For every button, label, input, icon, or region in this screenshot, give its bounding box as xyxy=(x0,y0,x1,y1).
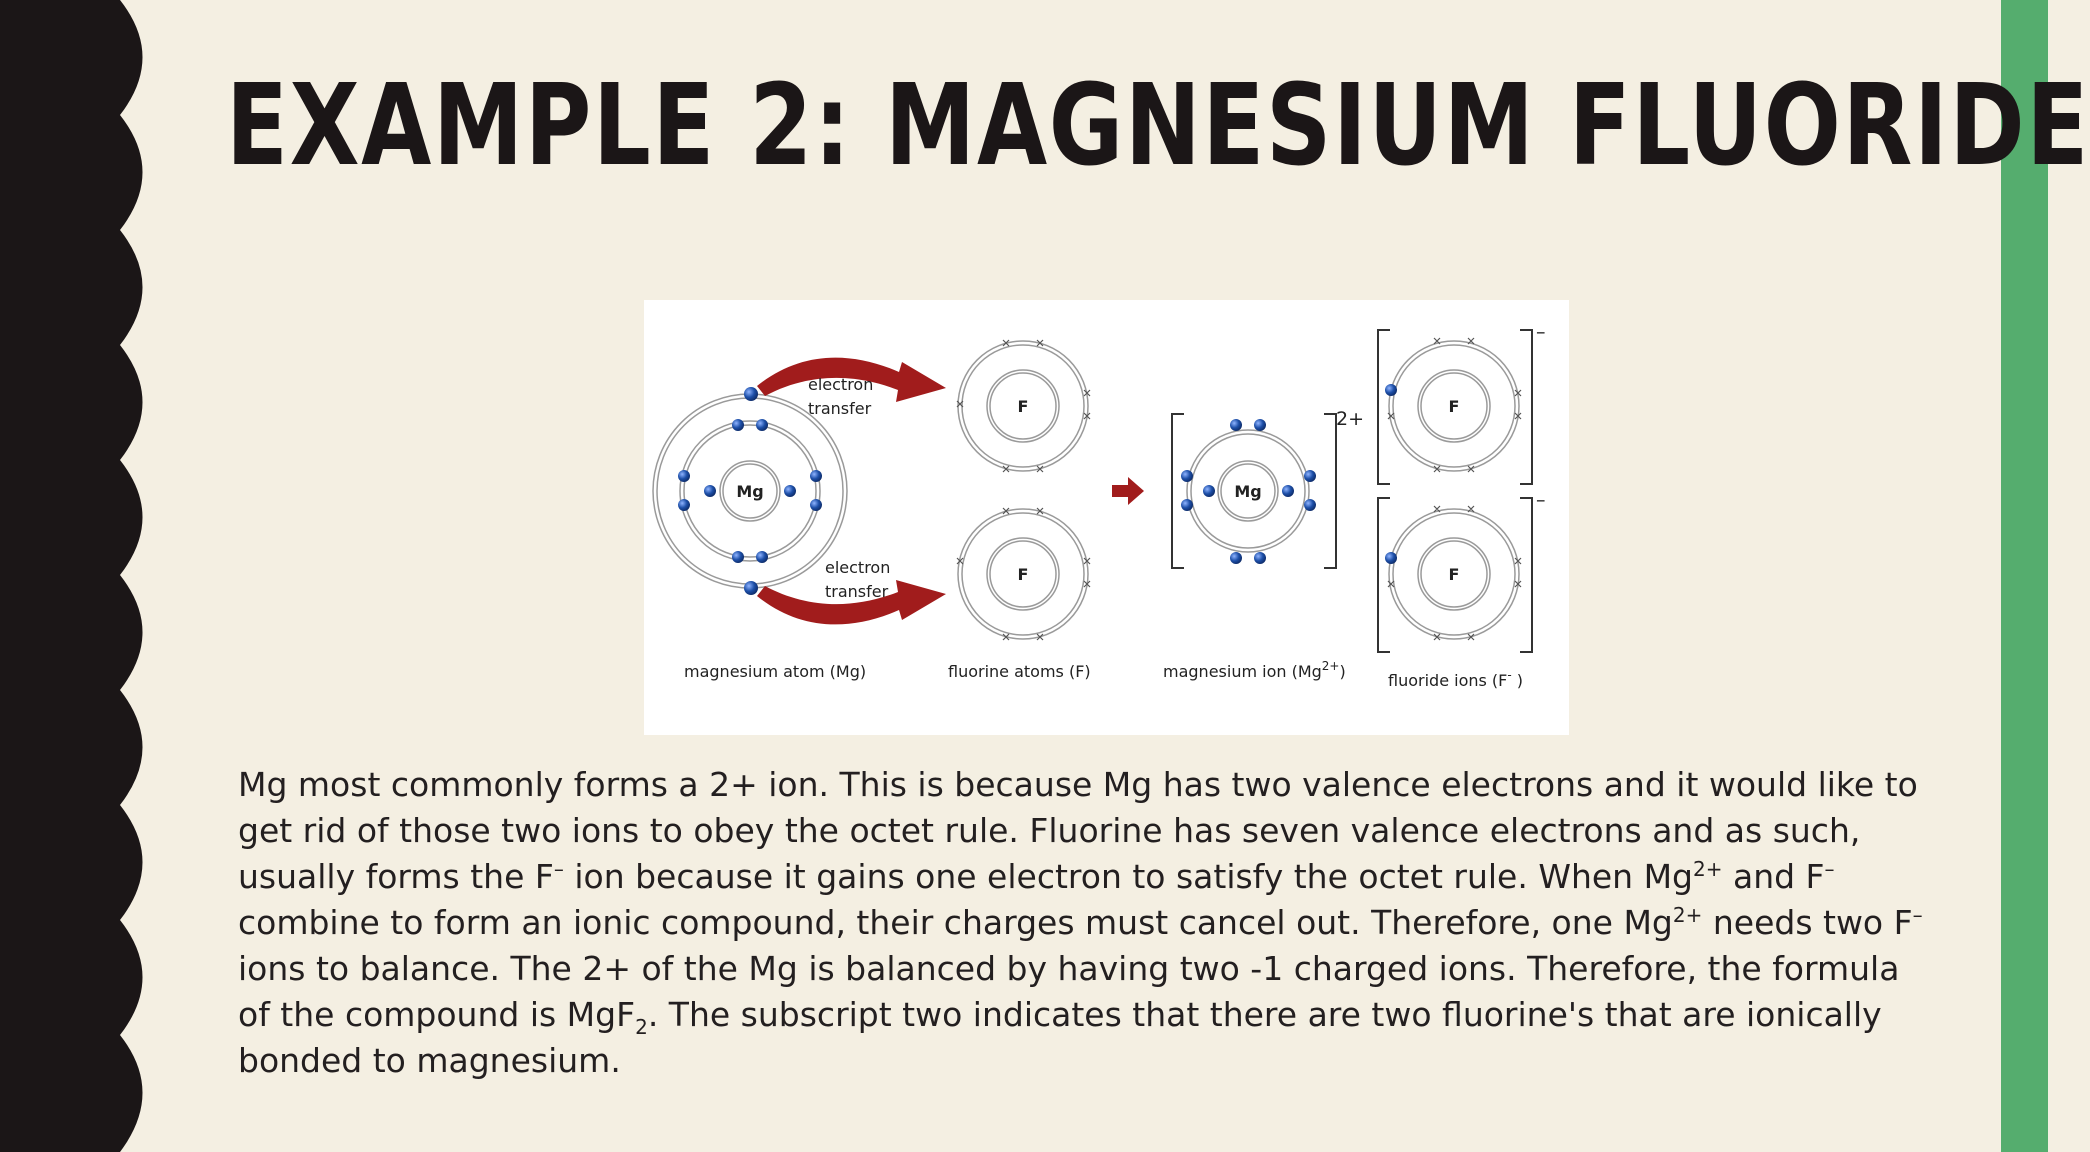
electron-transfer-arrows xyxy=(757,357,946,625)
f-atom-label-bottom: F xyxy=(1018,565,1029,584)
f-ion-charge-bottom: – xyxy=(1536,489,1546,511)
f-ion-label-top: F xyxy=(1449,397,1460,416)
reaction-arrow xyxy=(1112,477,1144,505)
mg-atom-electrons xyxy=(678,387,822,595)
mg-atom-label: Mg xyxy=(736,482,763,501)
caption-fluorine-atoms: fluorine atoms (F) xyxy=(948,662,1091,681)
body-paragraph: Mg most commonly forms a 2+ ion. This is… xyxy=(238,765,1923,1080)
fluoride-ion-bottom xyxy=(1377,497,1533,653)
arrow-label-top-1: electron xyxy=(808,375,873,394)
fluorine-atom-bottom xyxy=(956,507,1091,641)
caption-magnesium-atom: magnesium atom (Mg) xyxy=(684,662,866,681)
left-wavy-border xyxy=(0,0,143,1152)
mg-ion-label: Mg xyxy=(1234,482,1261,501)
caption-fluoride-ions: fluoride ions (F- ) xyxy=(1388,668,1523,690)
f-ion-charge-top: – xyxy=(1536,321,1546,343)
arrow-label-top-2: transfer xyxy=(808,399,872,418)
f-ion-label-bottom: F xyxy=(1449,565,1460,584)
fluorine-atom-top xyxy=(956,339,1091,473)
slide-title: EXAMPLE 2: MAGNESIUM FLUORIDE xyxy=(226,61,2090,191)
fluoride-ion-top xyxy=(1377,329,1533,485)
mg-ion-charge: 2+ xyxy=(1336,408,1364,430)
right-accent-strip xyxy=(2001,0,2048,1152)
arrow-label-bottom-1: electron xyxy=(825,558,890,577)
arrow-label-bottom-2: transfer xyxy=(825,582,889,601)
caption-magnesium-ion: magnesium ion (Mg2+) xyxy=(1163,659,1346,681)
f-atom-label-top: F xyxy=(1018,397,1029,416)
magnesium-ion xyxy=(1171,413,1337,569)
ionic-bond-diagram: Mg electron transfer electron transfer F xyxy=(644,300,1569,735)
